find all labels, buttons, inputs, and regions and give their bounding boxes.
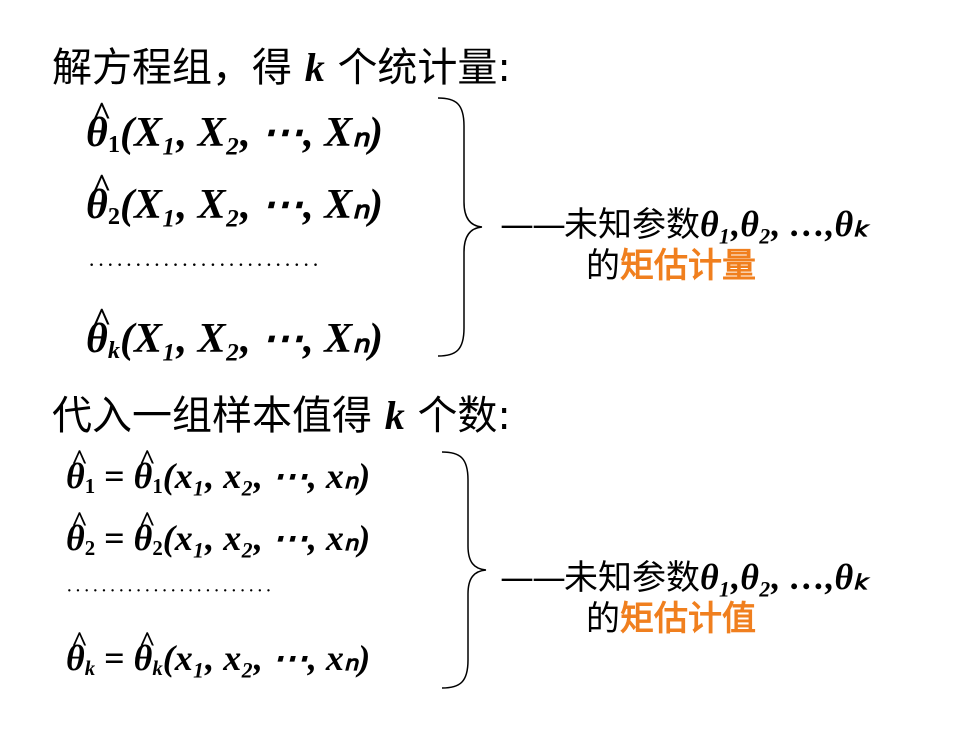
section1-heading-var: k (304, 45, 325, 90)
em-dash: —— (500, 558, 566, 598)
estimate-thetak: θk = θk(x₁, x₂, ⋯, xₙ) (66, 628, 371, 679)
theta-subscript: k (152, 656, 163, 681)
section2-heading-suffix: 个数: (417, 393, 511, 439)
moment-estimator-label: 矩估计量 (620, 246, 756, 287)
description-line2: 的矩估计值 (500, 599, 869, 640)
statistic-theta1: θ1(X₁, X₂, ⋯, Xₙ) (86, 98, 384, 157)
section2-heading-prefix: 代入一组样本值得 (52, 393, 372, 439)
theta-subscript: 1 (152, 474, 163, 499)
statistic-args: (X₁, X₂, ⋯, Xₙ) (120, 316, 384, 362)
theta-subscript: k (107, 337, 120, 365)
theta-hat-symbol: θ (66, 508, 88, 556)
section1-heading-prefix: 解方程组，得 (52, 45, 292, 91)
description-prefix: 的 (586, 599, 620, 640)
estimate-theta1: θ1 = θ1(x₁, x₂, ⋯, xₙ) (66, 446, 371, 497)
theta-hat-symbol: θ (86, 170, 111, 226)
section1-description: ——未知参数θ₁,θ₂, …,θₖ 的矩估计量 (500, 203, 869, 287)
description-text: 未知参数 (564, 558, 700, 598)
theta-hat-symbol: θ (134, 446, 156, 494)
theta-subscript: k (84, 656, 96, 681)
theta-subscript: 1 (107, 131, 120, 159)
theta-subscript: 2 (152, 536, 163, 561)
theta-hat-symbol: θ (134, 508, 156, 556)
right-brace-icon (437, 97, 483, 357)
ellipsis-dots: ························· (88, 252, 322, 277)
em-dash: —— (500, 205, 566, 245)
description-line2: 的矩估计量 (500, 246, 869, 287)
ellipsis-dots: ························ (66, 580, 274, 602)
section2-heading-var: k (384, 393, 405, 438)
estimate-args: (x₁, x₂, ⋯, xₙ) (162, 518, 371, 558)
statistic-args: (X₁, X₂, ⋯, Xₙ) (120, 182, 384, 228)
section1-heading-suffix: 个统计量: (337, 45, 511, 91)
theta-subscript: 2 (84, 536, 96, 561)
estimate-args: (x₁, x₂, ⋯, xₙ) (162, 456, 371, 496)
section2-description: ——未知参数θ₁,θ₂, …,θₖ 的矩估计值 (500, 556, 869, 640)
right-brace-icon (441, 451, 487, 689)
statistic-args: (X₁, X₂, ⋯, Xₙ) (120, 110, 384, 156)
theta-subscript: 2 (107, 203, 120, 231)
theta-hat-symbol: θ (86, 304, 111, 360)
theta-hat-symbol: θ (66, 628, 88, 676)
parameter-list: θ₁,θ₂, …,θₖ (700, 204, 869, 244)
theta-subscript: 1 (84, 474, 96, 499)
section1-heading: 解方程组，得 k 个统计量: (52, 45, 511, 91)
section2-heading: 代入一组样本值得 k 个数: (52, 393, 511, 439)
description-line1: ——未知参数θ₁,θ₂, …,θₖ (500, 203, 869, 246)
theta-hat-symbol: θ (86, 98, 111, 154)
estimate-args: (x₁, x₂, ⋯, xₙ) (162, 638, 371, 678)
moment-estimate-label: 矩估计值 (620, 599, 756, 640)
theta-hat-symbol: θ (66, 446, 88, 494)
theta-hat-symbol: θ (134, 628, 156, 676)
statistic-theta2: θ2(X₁, X₂, ⋯, Xₙ) (86, 170, 384, 229)
description-line1: ——未知参数θ₁,θ₂, …,θₖ (500, 556, 869, 599)
parameter-list: θ₁,θ₂, …,θₖ (700, 557, 869, 597)
estimate-theta2: θ2 = θ2(x₁, x₂, ⋯, xₙ) (66, 508, 371, 559)
description-text: 未知参数 (564, 205, 700, 245)
statistic-thetak: θk(X₁, X₂, ⋯, Xₙ) (86, 304, 384, 363)
description-prefix: 的 (586, 246, 620, 287)
